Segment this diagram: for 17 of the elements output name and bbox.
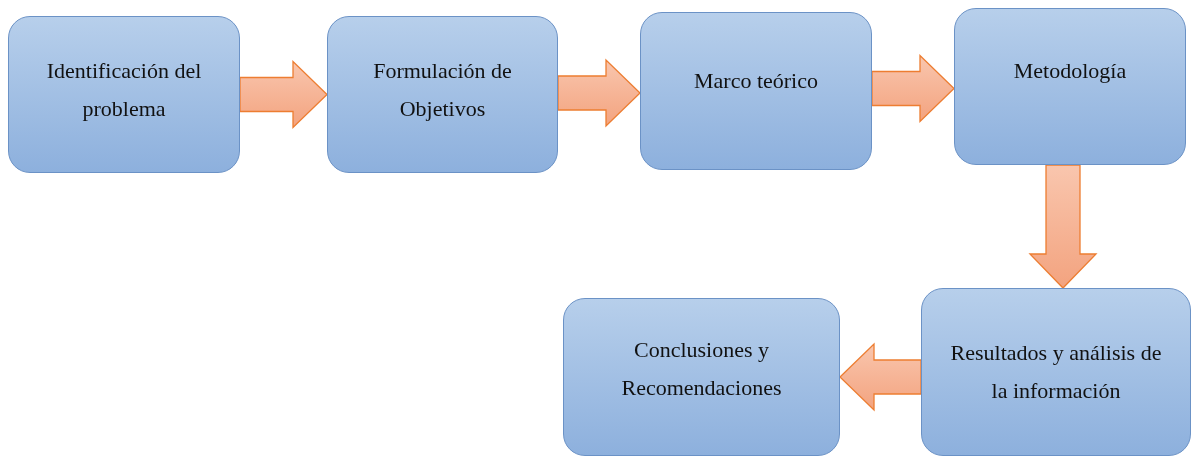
- process-box: [954, 8, 1186, 165]
- box-label: Metodología: [1013, 56, 1127, 85]
- block-arrow: [239, 59, 328, 130]
- process-box: [921, 288, 1191, 456]
- box-label: Marco teórico: [694, 67, 818, 95]
- process-box: [327, 16, 558, 173]
- block-arrow: [557, 58, 641, 128]
- box-label: Conclusiones y Recomendaciones: [620, 336, 783, 402]
- box-label: Identificación del problema: [45, 56, 203, 123]
- process-box: [640, 12, 872, 170]
- block-arrow: [871, 53, 955, 124]
- process-box: [8, 16, 240, 173]
- block-arrow: [1028, 164, 1098, 289]
- box-label: Formulación de Objetivos: [372, 56, 513, 123]
- block-arrow: [839, 342, 922, 412]
- process-box: [563, 298, 840, 456]
- box-label: Resultados y análisis de la información: [949, 339, 1163, 405]
